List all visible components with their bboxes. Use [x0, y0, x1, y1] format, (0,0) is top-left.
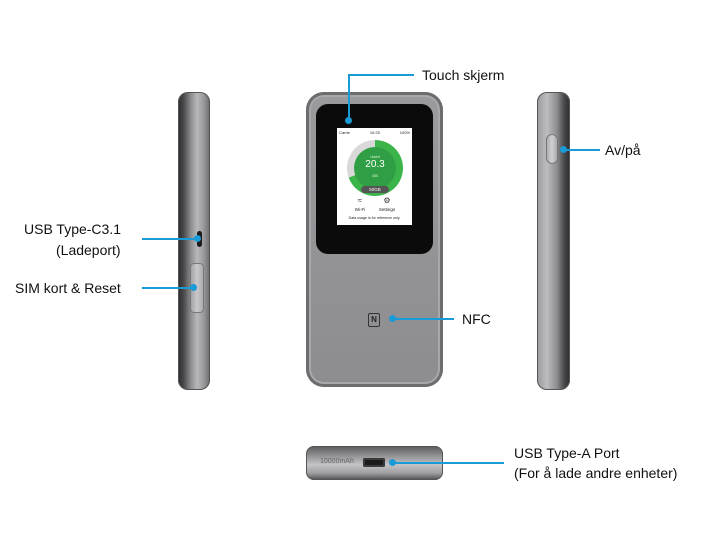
- total-data-badge: 50GB: [361, 186, 389, 193]
- usage-gauge-center: Used 20.3 GB: [354, 147, 396, 189]
- power-leader: [563, 149, 600, 151]
- touch-screen-leader-v: [348, 74, 350, 120]
- sim-reset-label: SIM kort & Reset: [15, 280, 121, 296]
- power-label: Av/på: [605, 142, 641, 158]
- carrier-text: Carrie: [339, 130, 350, 135]
- usage-value: 20.3: [365, 159, 385, 170]
- time-text: 10:25: [369, 130, 380, 135]
- battery-text: 100%: [399, 130, 410, 135]
- status-bar: Carrie 10:25 100%: [339, 130, 410, 135]
- sim-pointer-dot: [190, 284, 197, 291]
- usage-unit: GB: [372, 173, 378, 178]
- touch-screen-display: Carrie 10:25 100% Used 20.3 GB 50GB ≈ ⚙ …: [337, 128, 412, 225]
- power-button: [546, 134, 558, 164]
- wifi-icon: ≈: [357, 196, 363, 205]
- sim-leader: [142, 287, 194, 289]
- used-label: Used: [370, 154, 380, 159]
- capacity-print: 10000mAh: [320, 458, 354, 465]
- nfc-icon: N: [368, 313, 380, 327]
- usb-a-leader: [392, 462, 504, 464]
- touch-screen-label: Touch skjerm: [422, 67, 505, 83]
- sim-tray: [190, 263, 204, 313]
- touch-screen-pointer-dot: [345, 117, 352, 124]
- usb-c-label-line2: (Ladeport): [56, 242, 121, 258]
- usb-a-label-line2: (For å lade andre enheter): [514, 465, 678, 481]
- settings-icon: ⚙: [383, 196, 391, 205]
- data-usage-note: Data usage is for reference only.: [348, 216, 401, 220]
- touch-screen-leader-h: [348, 74, 414, 76]
- device-left-side-view: [178, 92, 210, 390]
- usb-c-pointer-dot: [194, 235, 201, 242]
- settings-label: Settings: [378, 207, 396, 212]
- usb-a-label-line1: USB Type-A Port: [514, 445, 620, 461]
- wifi-label: Wi-Fi: [354, 207, 366, 212]
- nfc-label: NFC: [462, 311, 491, 327]
- usb-a-port: [363, 458, 385, 467]
- usb-c-label-line1: USB Type-C3.1: [24, 221, 122, 237]
- nfc-leader: [392, 318, 454, 320]
- usb-c-leader: [142, 238, 198, 240]
